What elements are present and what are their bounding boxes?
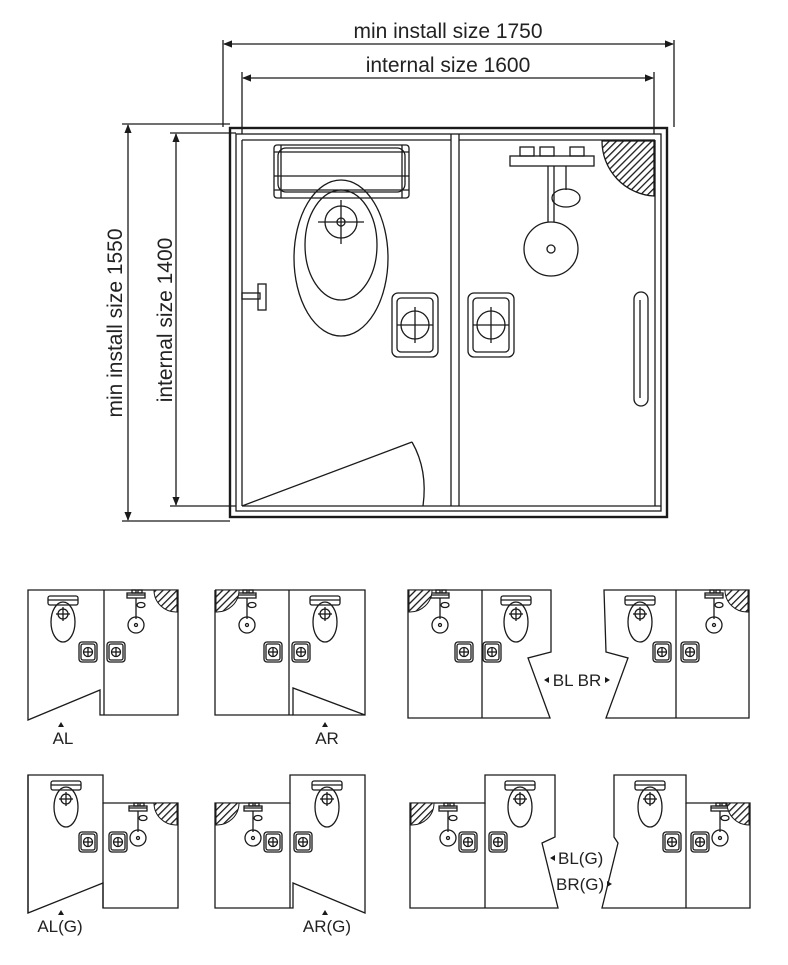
washbasin-icon — [467, 292, 515, 358]
outer-wall — [228, 126, 669, 519]
variant-br-g-plan — [601, 774, 751, 909]
variant-bl-br-label: BL BR — [544, 671, 610, 690]
variant-al-plan — [27, 589, 179, 721]
variant-ar-plan — [214, 589, 366, 716]
washbasin-icon — [391, 292, 439, 358]
variant-ar-g-label: AR(G) — [303, 910, 351, 936]
min-install-height-label: min install size 1550 — [104, 228, 127, 417]
svg-text:AR: AR — [315, 729, 339, 748]
svg-text:BL BR: BL BR — [553, 671, 602, 690]
toilet-icon — [273, 144, 410, 337]
variant-al-label: AL — [53, 722, 74, 748]
variant-bl-g-label: BL(G) — [550, 849, 603, 868]
shower-mixer-icon — [509, 146, 595, 277]
variant-br-g-label: BR(G) — [556, 875, 612, 894]
min-install-width-label: min install size 1750 — [353, 20, 542, 43]
internal-height-label: internal size 1400 — [154, 238, 177, 403]
svg-text:BR(G): BR(G) — [556, 875, 604, 894]
svg-text:AL: AL — [53, 729, 74, 748]
main-floor-plan — [228, 126, 669, 519]
height-dimension-outer: min install size 1550 — [104, 123, 230, 522]
door-swing-icon — [241, 441, 425, 507]
variant-ar-label: AR — [315, 722, 339, 748]
svg-text:AR(G): AR(G) — [303, 917, 351, 936]
svg-text:AL(G): AL(G) — [37, 917, 82, 936]
internal-width-label: internal size 1600 — [366, 54, 531, 77]
variant-br-plan — [603, 589, 750, 719]
inner-wall — [235, 133, 662, 512]
grab-bar-icon — [633, 291, 649, 407]
variant-al-g-label: AL(G) — [37, 910, 83, 936]
width-dimension-inner: internal size 1600 — [241, 54, 655, 134]
height-dimension-inner: internal size 1400 — [154, 132, 236, 507]
width-dimension-outer: min install size 1750 — [222, 20, 675, 127]
corner-shelf-icon — [601, 140, 655, 197]
svg-text:BL(G): BL(G) — [558, 849, 603, 868]
variant-bl-g-plan — [409, 774, 559, 909]
variant-ar-g-plan — [214, 774, 366, 914]
variant-bl-plan — [407, 589, 552, 719]
toilet-roll-holder-icon — [241, 283, 267, 311]
variant-al-g-plan — [27, 774, 179, 914]
